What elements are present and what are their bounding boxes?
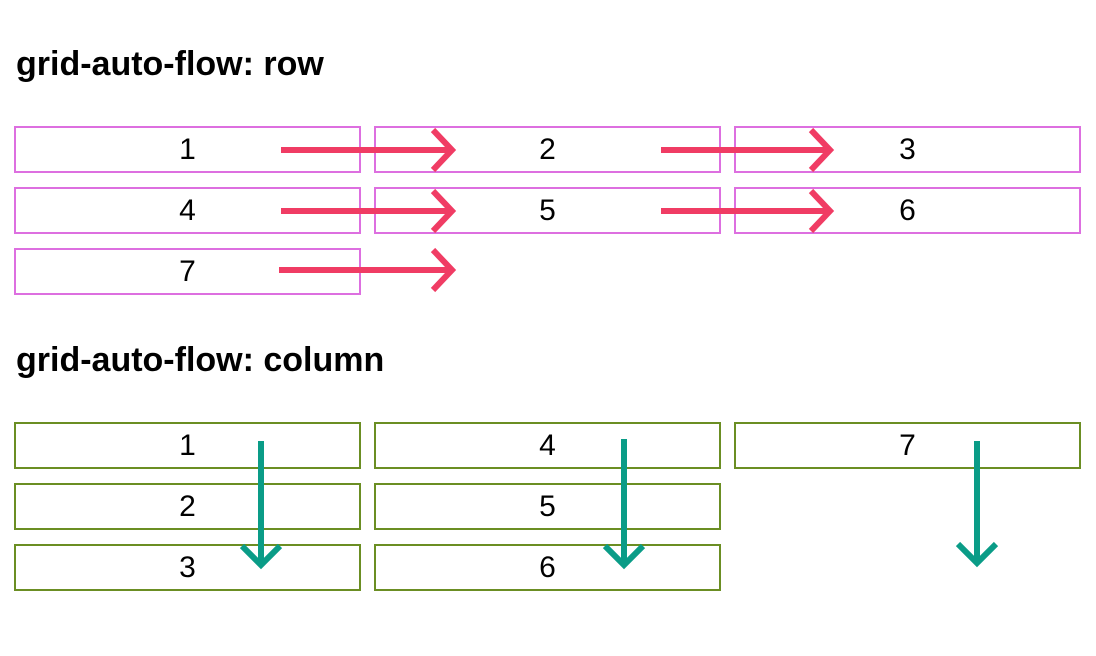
- row-section-title: grid-auto-flow: row: [16, 45, 324, 83]
- column-grid-item-7: 7: [734, 422, 1081, 469]
- column-grid-item-2: 2: [14, 483, 361, 530]
- row-grid-item-3: 3: [734, 126, 1081, 173]
- column-grid-item-6: 6: [374, 544, 721, 591]
- row-grid-item-6: 6: [734, 187, 1081, 234]
- column-section-title: grid-auto-flow: column: [16, 341, 385, 379]
- row-grid-item-2: 2: [374, 126, 721, 173]
- column-grid-item-3: 3: [14, 544, 361, 591]
- row-grid-item-5: 5: [374, 187, 721, 234]
- row-grid-item-1: 1: [14, 126, 361, 173]
- column-grid-item-4: 4: [374, 422, 721, 469]
- row-grid-item-7: 7: [14, 248, 361, 295]
- column-grid-item-5: 5: [374, 483, 721, 530]
- row-grid-item-4: 4: [14, 187, 361, 234]
- column-grid-item-1: 1: [14, 422, 361, 469]
